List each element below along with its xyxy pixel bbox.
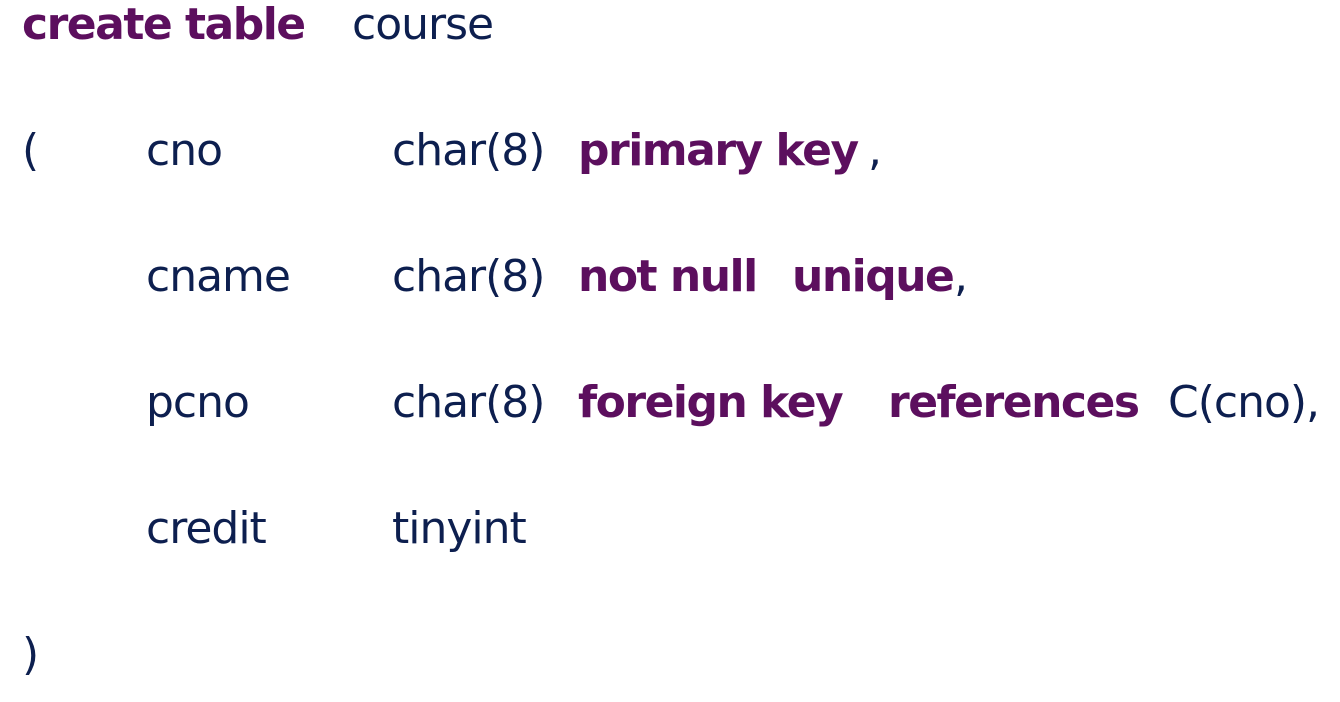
column-type-cname: char(8) — [392, 251, 545, 302]
keyword-create-table: create table — [22, 0, 306, 50]
constraint-references: references — [888, 377, 1140, 428]
column-name-cno: cno — [146, 125, 223, 176]
open-paren: ( — [22, 125, 39, 176]
column-name-credit: credit — [146, 503, 267, 554]
constraint-foreign-key: foreign key — [578, 377, 844, 428]
reference-target: C(cno), — [1168, 377, 1320, 428]
constraint-primary-key: primary key — [578, 125, 859, 176]
constraint-unique: unique — [792, 251, 955, 302]
column-name-pcno: pcno — [146, 377, 250, 428]
table-name: course — [352, 0, 494, 50]
constraint-not-null: not null — [578, 251, 758, 302]
column-type-pcno: char(8) — [392, 377, 545, 428]
column-name-cname: cname — [146, 251, 291, 302]
comma-cname: , — [954, 251, 968, 302]
comma-cno: , — [868, 125, 882, 176]
close-paren: ) — [22, 629, 39, 680]
column-type-credit: tinyint — [392, 503, 527, 554]
column-type-cno: char(8) — [392, 125, 545, 176]
